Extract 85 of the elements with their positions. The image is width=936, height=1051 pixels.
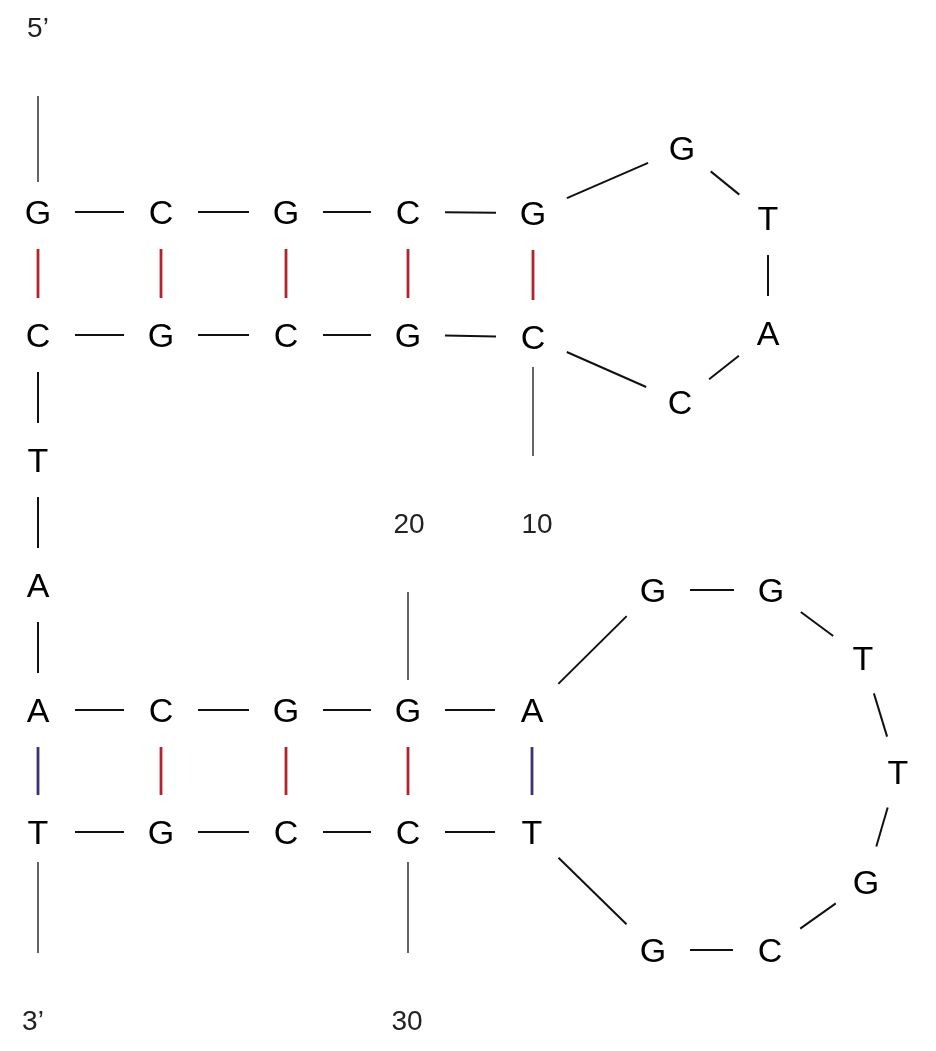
base-pair-line xyxy=(36,747,40,795)
backbone-line xyxy=(37,496,39,549)
backbone-line xyxy=(875,806,889,848)
leader-line xyxy=(407,591,409,681)
base-letter: T xyxy=(852,641,874,675)
backbone-line xyxy=(37,371,39,424)
base-letter: C xyxy=(25,318,51,352)
base-letter: G xyxy=(24,195,52,229)
base-pair-line xyxy=(406,249,410,298)
backbone-line xyxy=(557,615,628,685)
base-letter: G xyxy=(147,815,175,849)
base-letter: C xyxy=(520,320,546,354)
base-letter: G xyxy=(668,131,696,165)
base-letter: G xyxy=(852,865,880,899)
base-letter: T xyxy=(757,201,779,235)
backbone-line xyxy=(197,334,250,336)
base-letter: A xyxy=(26,693,50,727)
base-letter: A xyxy=(756,316,780,350)
base-pair-line xyxy=(530,747,534,795)
base-letter: A xyxy=(26,568,50,602)
backbone-line xyxy=(767,254,769,297)
backbone-line xyxy=(557,856,628,926)
backbone-line xyxy=(197,831,250,833)
backbone-line xyxy=(709,170,741,196)
backbone-line xyxy=(708,354,740,381)
backbone-line xyxy=(322,334,372,336)
base-letter: G xyxy=(757,573,785,607)
backbone-line xyxy=(74,334,125,336)
base-letter: G xyxy=(272,693,300,727)
backbone-line xyxy=(322,831,372,833)
base-letter: C xyxy=(148,693,174,727)
base-letter: G xyxy=(394,693,422,727)
base-letter: T xyxy=(27,815,49,849)
leader-line xyxy=(407,861,409,954)
strand-end-label: 5’ xyxy=(27,14,49,42)
base-letter: A xyxy=(520,693,544,727)
backbone-line xyxy=(872,692,889,738)
leader-line xyxy=(37,861,39,954)
base-pair-line xyxy=(284,249,288,298)
base-letter: C xyxy=(757,933,783,967)
base-pair-line xyxy=(531,250,535,300)
base-letter: C xyxy=(395,815,421,849)
backbone-line xyxy=(444,211,497,214)
base-pair-line xyxy=(159,249,163,298)
backbone-line xyxy=(444,831,496,833)
backbone-line xyxy=(322,709,372,711)
backbone-line xyxy=(444,334,497,338)
backbone-line xyxy=(197,709,250,711)
backbone-line xyxy=(444,709,496,711)
leader-line xyxy=(37,95,39,183)
backbone-line xyxy=(799,611,835,637)
position-number: 30 xyxy=(391,1007,423,1035)
base-letter: C xyxy=(667,385,693,419)
position-number: 20 xyxy=(393,510,425,538)
leader-line xyxy=(532,366,534,457)
base-pair-line xyxy=(159,747,163,795)
base-letter: G xyxy=(394,318,422,352)
backbone-line xyxy=(74,709,125,711)
base-pair-line xyxy=(406,747,410,795)
base-letter: G xyxy=(639,933,667,967)
backbone-line xyxy=(689,589,735,591)
backbone-line xyxy=(322,211,372,213)
backbone-line xyxy=(799,902,837,930)
base-letter: C xyxy=(148,195,174,229)
position-number: 10 xyxy=(521,510,553,538)
base-letter: G xyxy=(272,195,300,229)
base-letter: T xyxy=(887,755,909,789)
base-letter: C xyxy=(273,318,299,352)
base-letter: G xyxy=(519,196,547,230)
backbone-line xyxy=(565,161,650,200)
backbone-line xyxy=(74,831,125,833)
backbone-line xyxy=(197,211,250,213)
base-letter: T xyxy=(521,815,543,849)
base-letter: T xyxy=(27,443,49,477)
base-letter: G xyxy=(639,573,667,607)
backbone-line xyxy=(689,949,734,951)
base-pair-line xyxy=(284,747,288,795)
backbone-line xyxy=(74,211,125,213)
base-letter: C xyxy=(273,815,299,849)
strand-end-label: 3’ xyxy=(22,1007,44,1035)
base-pair-line xyxy=(36,249,40,298)
backbone-line xyxy=(37,621,39,674)
base-letter: C xyxy=(395,195,421,229)
base-letter: G xyxy=(147,318,175,352)
backbone-line xyxy=(565,351,648,388)
